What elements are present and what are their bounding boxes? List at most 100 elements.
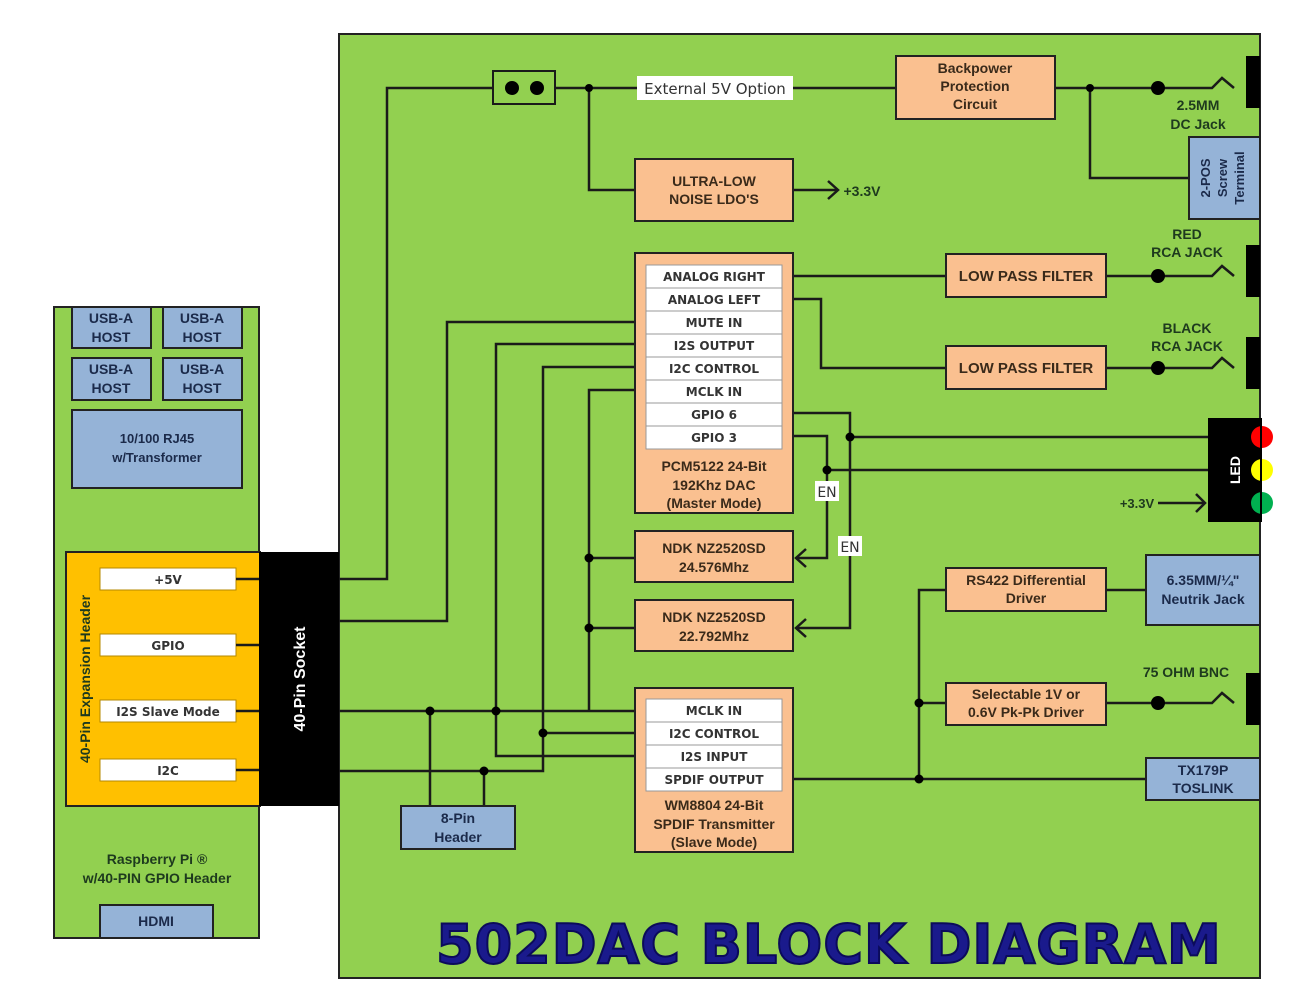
screw-terminal-label: 2-POS — [1198, 158, 1213, 197]
led-label: LED — [1227, 456, 1243, 484]
dac-pin-label: I2S OUTPUT — [674, 339, 755, 353]
header-pin-label: I2C — [157, 764, 179, 778]
dac-label: 192Khz DAC — [672, 477, 755, 493]
toslink-port: TX179P TOSLINK — [1145, 757, 1261, 801]
usb-port-label: HOST — [183, 329, 222, 345]
header-pin-i2c: I2C — [99, 758, 237, 782]
filter-label: LOW PASS FILTER — [959, 268, 1094, 285]
neutrik-jack: 6.35MM/¼" Neutrik Jack — [1145, 554, 1261, 626]
usb-port-label: USB-A — [89, 310, 133, 326]
dc-jack-label: 2.5MM — [1177, 97, 1220, 113]
hdmi-label: HDMI — [138, 913, 174, 929]
oscillator-label: NDK NZ2520SD — [662, 540, 765, 556]
dc-jack-connector — [1246, 56, 1260, 108]
dac-pin-row: MCLK IN — [645, 379, 783, 404]
block-label: Circuit — [953, 96, 998, 112]
hdmi-port: HDMI — [99, 904, 214, 939]
filter-label: LOW PASS FILTER — [959, 360, 1094, 377]
ethernet-label: 10/100 RJ45 — [120, 431, 194, 446]
dac-pin-row: GPIO 6 — [645, 402, 783, 427]
spdif-pin-label: I2S INPUT — [681, 750, 749, 764]
usb-port-label: HOST — [92, 380, 131, 396]
dac-pin-row: MUTE IN — [645, 310, 783, 335]
dac-pin-label: I2C CONTROL — [669, 362, 759, 376]
enable-label-2: EN — [838, 536, 862, 556]
raspberry-pi-label: w/40-PIN GPIO Header — [82, 870, 232, 886]
screw-terminal-label: Screw — [1215, 158, 1230, 197]
dac-pin-label: GPIO 3 — [691, 431, 737, 445]
ldo-block: ULTRA-LOW NOISE LDO'S — [634, 158, 794, 222]
screw-terminal-label: Terminal — [1232, 151, 1247, 204]
spdif-pin-label: I2C CONTROL — [669, 727, 759, 741]
spdif-pin-row: SPDIF OUTPUT — [645, 767, 783, 792]
rs422-driver-block: RS422 Differential Driver — [945, 567, 1107, 612]
red-rca-label: RED — [1172, 226, 1202, 242]
red-rca-label: RCA JACK — [1151, 244, 1223, 260]
bnc-connector — [1246, 673, 1260, 725]
spdif-label: SPDIF Transmitter — [653, 816, 775, 832]
dac-pin-label: GPIO 6 — [691, 408, 737, 422]
enable-text: EN — [840, 540, 859, 556]
usb-port-label: HOST — [92, 329, 131, 345]
block-label: Backpower — [938, 60, 1013, 76]
dac-label: (Master Mode) — [667, 495, 762, 511]
spdif-pin-row: MCLK IN — [645, 698, 783, 723]
ethernet-port: 10/100 RJ45 w/Transformer — [71, 409, 243, 489]
toslink-label: TOSLINK — [1172, 780, 1233, 796]
black-rca-connector — [1246, 337, 1260, 389]
usb-port-label: USB-A — [180, 310, 224, 326]
header-label: Header — [434, 829, 482, 845]
usb-port-4: USB-A HOST — [162, 357, 243, 401]
spdif-pin-row: I2S INPUT — [645, 744, 783, 769]
dac-pin-row: ANALOG LEFT — [645, 287, 783, 312]
spdif-label: (Slave Mode) — [671, 834, 757, 850]
usb-port-3: USB-A HOST — [71, 357, 152, 401]
header-pin-gpio: GPIO — [99, 633, 237, 657]
block-label: NOISE LDO'S — [669, 191, 759, 207]
red-rca-connector — [1246, 245, 1260, 297]
usb-port-label: HOST — [183, 380, 222, 396]
neutrik-label: Neutrik Jack — [1161, 591, 1244, 607]
backpower-protection-block: Backpower Protection Circuit — [895, 55, 1056, 120]
enable-label-1: EN — [815, 481, 839, 501]
led-indicator: LED — [1208, 418, 1273, 522]
spdif-pin-row: I2C CONTROL — [645, 721, 783, 746]
usb-port-label: USB-A — [180, 361, 224, 377]
header-pin-5v: +5V — [99, 567, 237, 591]
raspberry-pi-label: Raspberry Pi ® — [107, 851, 208, 867]
header-pin-label: I2S Slave Mode — [116, 705, 220, 719]
dac-pin-label: MUTE IN — [686, 316, 743, 330]
diagram-title: 502DAC BLOCK DIAGRAM — [436, 913, 1222, 976]
block-label: Selectable 1V or — [972, 686, 1081, 702]
expansion-header: 40-Pin Expansion Header +5V GPIO I2S Sla… — [65, 551, 261, 807]
header-label: 8-Pin — [441, 810, 475, 826]
black-rca-label: BLACK — [1163, 320, 1212, 336]
external-5v-text: External 5V Option — [644, 80, 786, 98]
screw-terminal: 2-POS Screw Terminal — [1188, 136, 1261, 220]
low-pass-filter-right: LOW PASS FILTER — [945, 253, 1107, 298]
header-pin-i2s: I2S Slave Mode — [99, 699, 237, 723]
dc-jack-label: DC Jack — [1170, 116, 1225, 132]
8-pin-header: 8-Pin Header — [400, 805, 516, 850]
oscillator-24576: NDK NZ2520SD 24.576Mhz — [634, 530, 794, 583]
neutrik-label: 6.35MM/¼" — [1167, 572, 1240, 588]
usb-port-2: USB-A HOST — [162, 306, 243, 349]
black-rca-label: RCA JACK — [1151, 338, 1223, 354]
jumper — [492, 70, 556, 105]
dac-pin-row: ANALOG RIGHT — [645, 264, 783, 289]
oscillator-label: NDK NZ2520SD — [662, 609, 765, 625]
spdif-pin-label: MCLK IN — [686, 704, 742, 718]
enable-text: EN — [817, 485, 836, 501]
oscillator-22792: NDK NZ2520SD 22.792Mhz — [634, 599, 794, 652]
dac-pin-row: I2C CONTROL — [645, 356, 783, 381]
dac-pin-label: ANALOG LEFT — [668, 293, 761, 307]
bnc-label: 75 OHM BNC — [1143, 664, 1229, 680]
low-pass-filter-left: LOW PASS FILTER — [945, 345, 1107, 390]
junction-dots — [425, 81, 1165, 784]
block-label: Driver — [1006, 590, 1047, 606]
dac-label: PCM5122 24-Bit — [661, 458, 766, 474]
dac-pin-row: I2S OUTPUT — [645, 333, 783, 358]
block-label: Protection — [940, 78, 1009, 94]
toslink-label: TX179P — [1178, 762, 1229, 778]
